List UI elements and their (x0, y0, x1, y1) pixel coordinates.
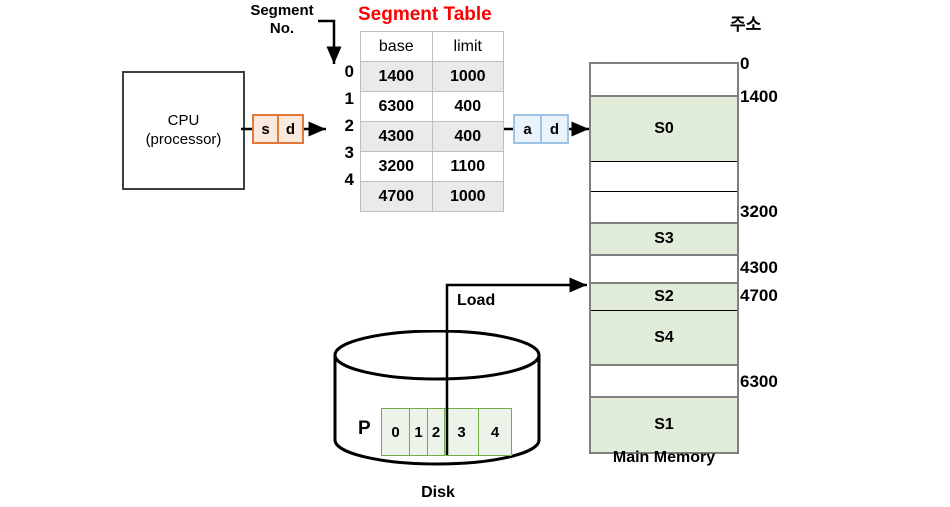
table-row: 6300 400 (360, 91, 504, 122)
physical-address-box: a d (513, 114, 569, 144)
segment-base-4: 4700 (360, 181, 433, 212)
segment-table-header-row: base limit (360, 31, 504, 62)
table-row: 3200 1100 (360, 151, 504, 182)
memory-block-s0: S0 (591, 97, 737, 162)
segment-no-label-line1: Segment (250, 2, 314, 19)
address-mark-4300: 4300 (740, 258, 778, 277)
segment-no-label: Segment No. (236, 2, 328, 38)
table-row: 1400 1000 (360, 61, 504, 92)
disk-process-blocks: 0 1 2 3 4 (381, 408, 512, 456)
disk-block-0: 0 (382, 409, 410, 455)
segment-base-2: 4300 (360, 121, 433, 152)
segment-limit-3: 1100 (431, 151, 504, 182)
memory-block-8 (591, 366, 737, 398)
segment-table: base limit 1400 1000 6300 400 4300 400 3… (360, 31, 504, 212)
memory-block-s1: S1 (591, 398, 737, 452)
segment-index-2: 2 (344, 116, 354, 135)
memory-block-2 (591, 162, 737, 192)
disk-block-2: 2 (428, 409, 445, 455)
segment-index-0: 0 (344, 62, 354, 81)
logical-address-box: s d (252, 114, 304, 144)
logical-address-segment-field: s (261, 120, 270, 138)
logical-address-offset-field: d (277, 116, 302, 142)
address-mark-1400: 1400 (740, 87, 778, 106)
cpu-label-line2: (processor) (145, 130, 222, 148)
cpu-label-line1: CPU (167, 111, 200, 129)
segment-base-3: 3200 (360, 151, 433, 182)
memory-block-0 (591, 64, 737, 97)
disk-block-3: 3 (445, 409, 479, 455)
segment-table-header-limit: limit (431, 31, 504, 62)
address-mark-0: 0 (740, 54, 750, 73)
address-mark-3200: 3200 (740, 202, 778, 221)
segment-base-1: 6300 (360, 91, 433, 122)
segment-limit-1: 400 (431, 91, 504, 122)
disk-process-label: P (358, 418, 371, 439)
memory-block-5 (591, 256, 737, 284)
load-label: Load (457, 292, 496, 309)
main-memory-column: S0 S3 S2 S4 S1 (589, 62, 739, 454)
segment-table-title: Segment Table (358, 4, 492, 25)
segment-limit-0: 1000 (431, 61, 504, 92)
physical-address-offset-field: d (540, 116, 567, 142)
segment-base-0: 1400 (360, 61, 433, 92)
disk-label: Disk (421, 484, 455, 501)
address-mark-4700: 4700 (740, 286, 778, 305)
memory-block-3 (591, 192, 737, 224)
address-column-title: 주소 (730, 15, 762, 34)
disk-block-4: 4 (490, 423, 500, 441)
memory-block-s3: S3 (591, 224, 737, 256)
cpu-box: CPU (processor) (122, 71, 245, 190)
segment-index-1: 1 (344, 89, 354, 108)
segment-limit-2: 400 (431, 121, 504, 152)
physical-address-address-field: a (523, 120, 532, 138)
table-row: 4700 1000 (360, 181, 504, 212)
address-mark-6300: 6300 (740, 372, 778, 391)
segment-table-index-column: 0 1 2 3 4 (330, 58, 354, 193)
segment-table-header-base: base (360, 31, 433, 62)
main-memory-label: Main Memory (612, 449, 716, 466)
segment-index-4: 4 (344, 170, 354, 189)
disk-block-1: 1 (410, 409, 428, 455)
segment-no-label-line2: No. (269, 20, 295, 37)
memory-block-s2: S2 (591, 284, 737, 311)
memory-block-s4: S4 (591, 311, 737, 366)
table-row: 4300 400 (360, 121, 504, 152)
segment-limit-4: 1000 (431, 181, 504, 212)
segment-index-3: 3 (344, 143, 354, 162)
